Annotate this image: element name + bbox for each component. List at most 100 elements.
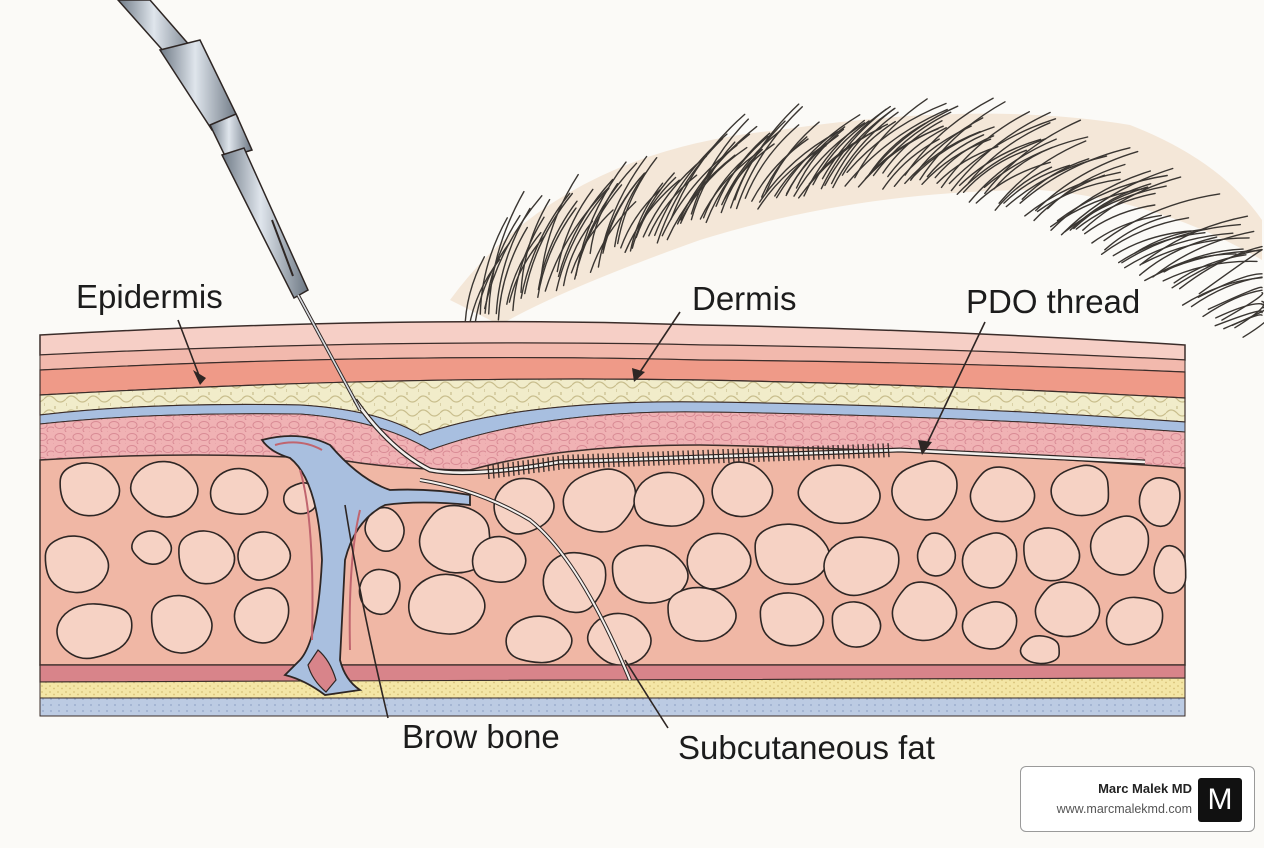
thread-barb xyxy=(867,443,870,458)
brow-hair-strand xyxy=(578,162,638,261)
brand-logo-icon: M xyxy=(1198,778,1242,822)
brow-hair-strand xyxy=(808,127,882,185)
fat-lobule xyxy=(916,532,957,577)
brow-hair-strand xyxy=(474,242,510,324)
brow-hair-strand xyxy=(844,108,948,187)
brow-hair-strand xyxy=(1223,314,1263,330)
thread-barb xyxy=(587,453,590,469)
brow-hair-strand xyxy=(1084,204,1156,235)
brand-url[interactable]: www.marcmalekmd.com xyxy=(1056,802,1192,816)
thread-barb xyxy=(817,445,820,460)
thread-barb xyxy=(627,452,630,467)
brow-hair-strand xyxy=(575,161,627,276)
thread-barb xyxy=(797,446,800,461)
thread-barb xyxy=(837,444,840,460)
brow-hair-strand xyxy=(699,154,756,220)
brow-hair-strand xyxy=(1019,147,1131,204)
thread-barb xyxy=(692,450,695,465)
thread-barb xyxy=(832,445,835,460)
thread-barb xyxy=(607,453,610,468)
brow-hair-strand xyxy=(795,128,845,189)
fat-lobule xyxy=(237,531,292,581)
eyebrow-hair-icon xyxy=(450,97,1264,338)
fat-lobule xyxy=(505,615,573,664)
brow-hair-strand xyxy=(958,138,1042,187)
thread-barb xyxy=(667,451,670,466)
fat-lobule xyxy=(1034,581,1101,638)
brow-hair-strand xyxy=(948,118,1057,185)
brow-hair-strand xyxy=(715,132,771,207)
thread-barb xyxy=(772,447,775,462)
thread-barb xyxy=(877,443,880,458)
thread-barb xyxy=(592,453,595,468)
fat-lobule xyxy=(493,477,555,535)
thread-barb xyxy=(807,446,810,461)
thread-barb xyxy=(487,464,490,480)
brow-hair-strand xyxy=(497,226,528,321)
brow-hair-strand xyxy=(1234,300,1264,329)
thread-barb xyxy=(677,450,680,465)
thread-barb xyxy=(577,454,580,469)
brand-badge[interactable]: Marc Malek MD www.marcmalekmd.com M xyxy=(1020,766,1255,832)
fat-lobule xyxy=(1050,464,1110,517)
brow-hair-strand xyxy=(994,166,1053,211)
brow-hair-strand xyxy=(1060,167,1174,236)
brow-hair-strand xyxy=(1024,171,1121,217)
thread-barb xyxy=(697,449,700,465)
brow-hair-strand xyxy=(1202,289,1263,318)
brow-hair-strand xyxy=(1221,292,1264,321)
thread-barb xyxy=(857,444,860,459)
thread-barb xyxy=(762,447,765,462)
thread-barb xyxy=(882,443,885,458)
thread-barb xyxy=(777,447,780,462)
fat-lobule xyxy=(562,468,637,533)
brow-hair-strand xyxy=(764,121,820,195)
leader-lines xyxy=(177,311,986,729)
brow-hair-strand xyxy=(656,137,724,244)
brow-bone-label: Brow bone xyxy=(402,718,560,755)
thread-barb xyxy=(682,450,685,465)
thread-barb xyxy=(512,461,515,476)
thread-barb xyxy=(707,449,710,464)
brow-hair-strand xyxy=(751,138,809,202)
brow-hair-strand xyxy=(841,120,896,176)
thread-barb xyxy=(792,446,795,461)
brow-hair-strand xyxy=(1036,178,1121,213)
brand-name: Marc Malek MD xyxy=(1098,781,1192,796)
thread-barb xyxy=(597,453,600,468)
brow-hair-strand xyxy=(956,138,1047,195)
thread-barb xyxy=(517,461,520,476)
brow-hair-strand xyxy=(1159,253,1237,273)
brow-hair-strand xyxy=(690,141,736,221)
brow-hair-strand xyxy=(735,106,803,210)
thread-barb xyxy=(657,451,660,466)
fat-lobule xyxy=(891,460,958,521)
fat-lobule xyxy=(961,532,1018,589)
thread-barb xyxy=(612,453,615,468)
thread-barb xyxy=(827,445,830,460)
brow-hair-strand xyxy=(495,207,531,315)
brow-hair-strand xyxy=(479,217,508,315)
fat-lobule xyxy=(178,530,236,585)
thread-barb xyxy=(617,452,620,467)
deep-fascia-layers xyxy=(39,664,1186,717)
brow-bone-structure xyxy=(260,435,471,696)
thread-barb xyxy=(497,463,500,478)
brow-hair-strand xyxy=(648,174,698,237)
brow-hair-strand xyxy=(1100,217,1190,255)
brow-hair-strand xyxy=(1046,163,1126,210)
brow-hair-strand xyxy=(631,172,675,249)
thread-barb xyxy=(502,463,505,478)
brow-hair-strand xyxy=(1064,185,1167,233)
brow-hair-strand xyxy=(1056,174,1168,222)
brow-hair-strand xyxy=(1118,232,1206,264)
thread-barb xyxy=(582,454,585,469)
pdo-thread-label: PDO thread xyxy=(966,283,1141,320)
brow-hair-strand xyxy=(803,119,865,197)
brow-hair-strand xyxy=(556,188,594,273)
thread-barb xyxy=(507,462,510,477)
thread-barb xyxy=(557,455,560,470)
brow-hair-strand xyxy=(512,216,545,312)
thread-barb xyxy=(747,448,750,463)
